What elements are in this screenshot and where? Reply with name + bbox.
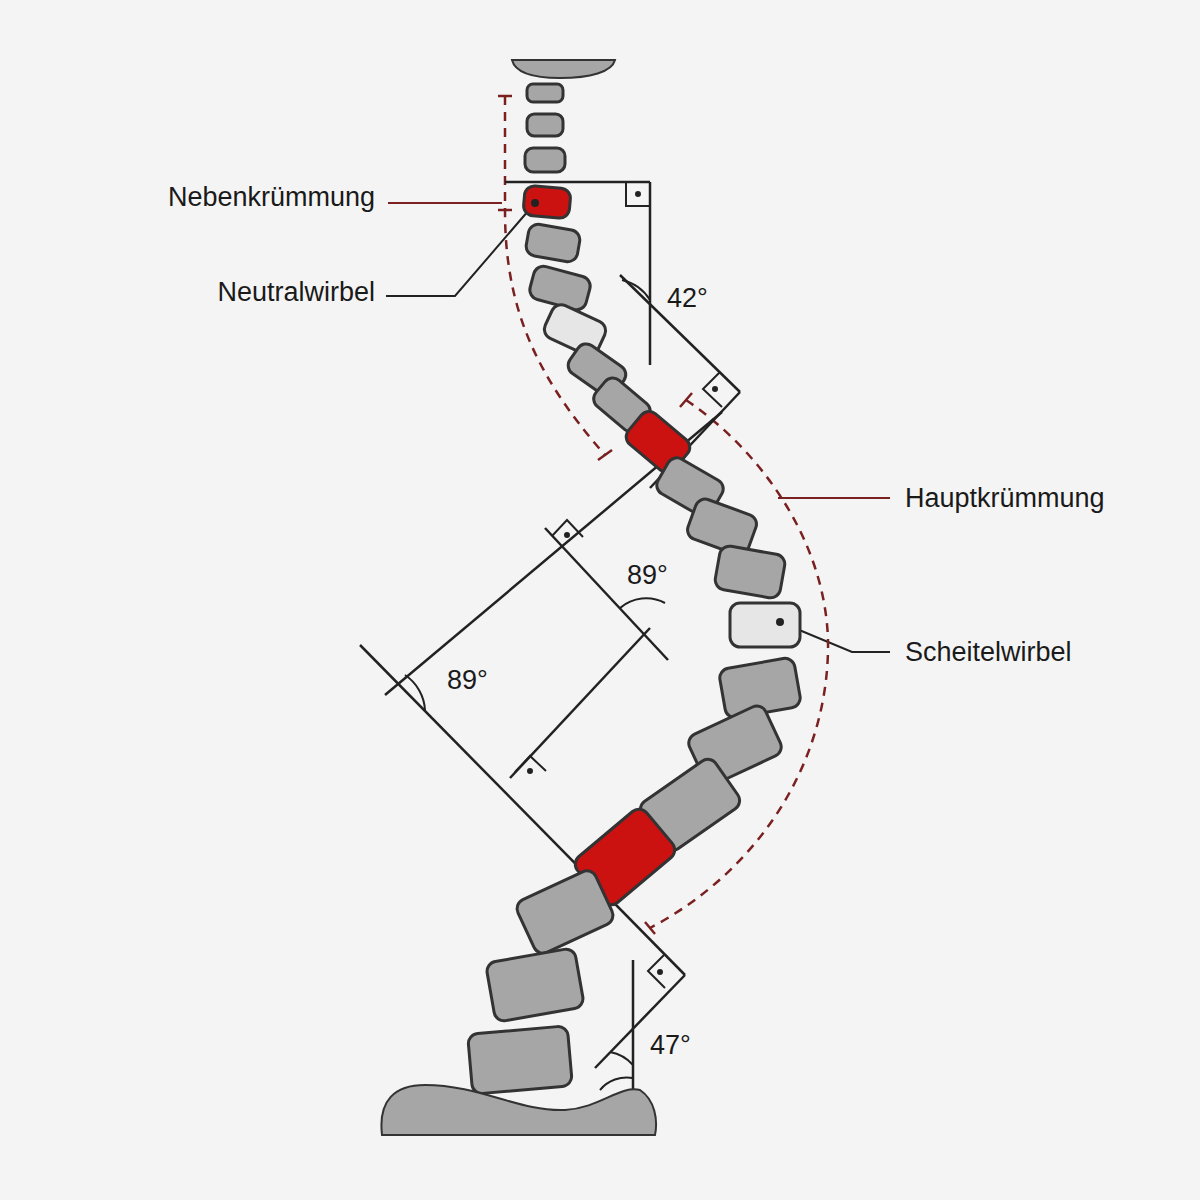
vertebra (523, 185, 571, 219)
vertebra (525, 223, 582, 264)
vertebra (485, 948, 584, 1023)
angle-value: 89° (445, 667, 490, 694)
vertebra (525, 148, 565, 172)
vertebra-dots (531, 199, 784, 626)
vertebra (514, 868, 616, 957)
vertebrae (468, 84, 802, 1094)
leader-lines-dark (386, 203, 890, 652)
skull-base (512, 60, 615, 78)
angle-value: 47° (648, 1032, 693, 1059)
sacrum (381, 1085, 656, 1135)
part-label: Scheitelwirbel (905, 639, 1072, 666)
vertebra (730, 603, 800, 647)
curve-bracket (505, 96, 828, 928)
angle-value: 89° (625, 562, 670, 589)
vertebra (468, 1026, 573, 1094)
leader-lines (388, 203, 890, 498)
vertebra (714, 545, 787, 600)
part-label: Hauptkrümmung (905, 485, 1105, 512)
cobb-lines (360, 182, 740, 1095)
part-label: Neutralwirbel (217, 279, 375, 306)
angle-arcs (405, 182, 722, 1090)
angle-value: 42° (665, 285, 710, 312)
vertebra (527, 114, 563, 136)
part-label: Nebenkrümmung (168, 184, 375, 211)
vertebra (527, 84, 563, 102)
